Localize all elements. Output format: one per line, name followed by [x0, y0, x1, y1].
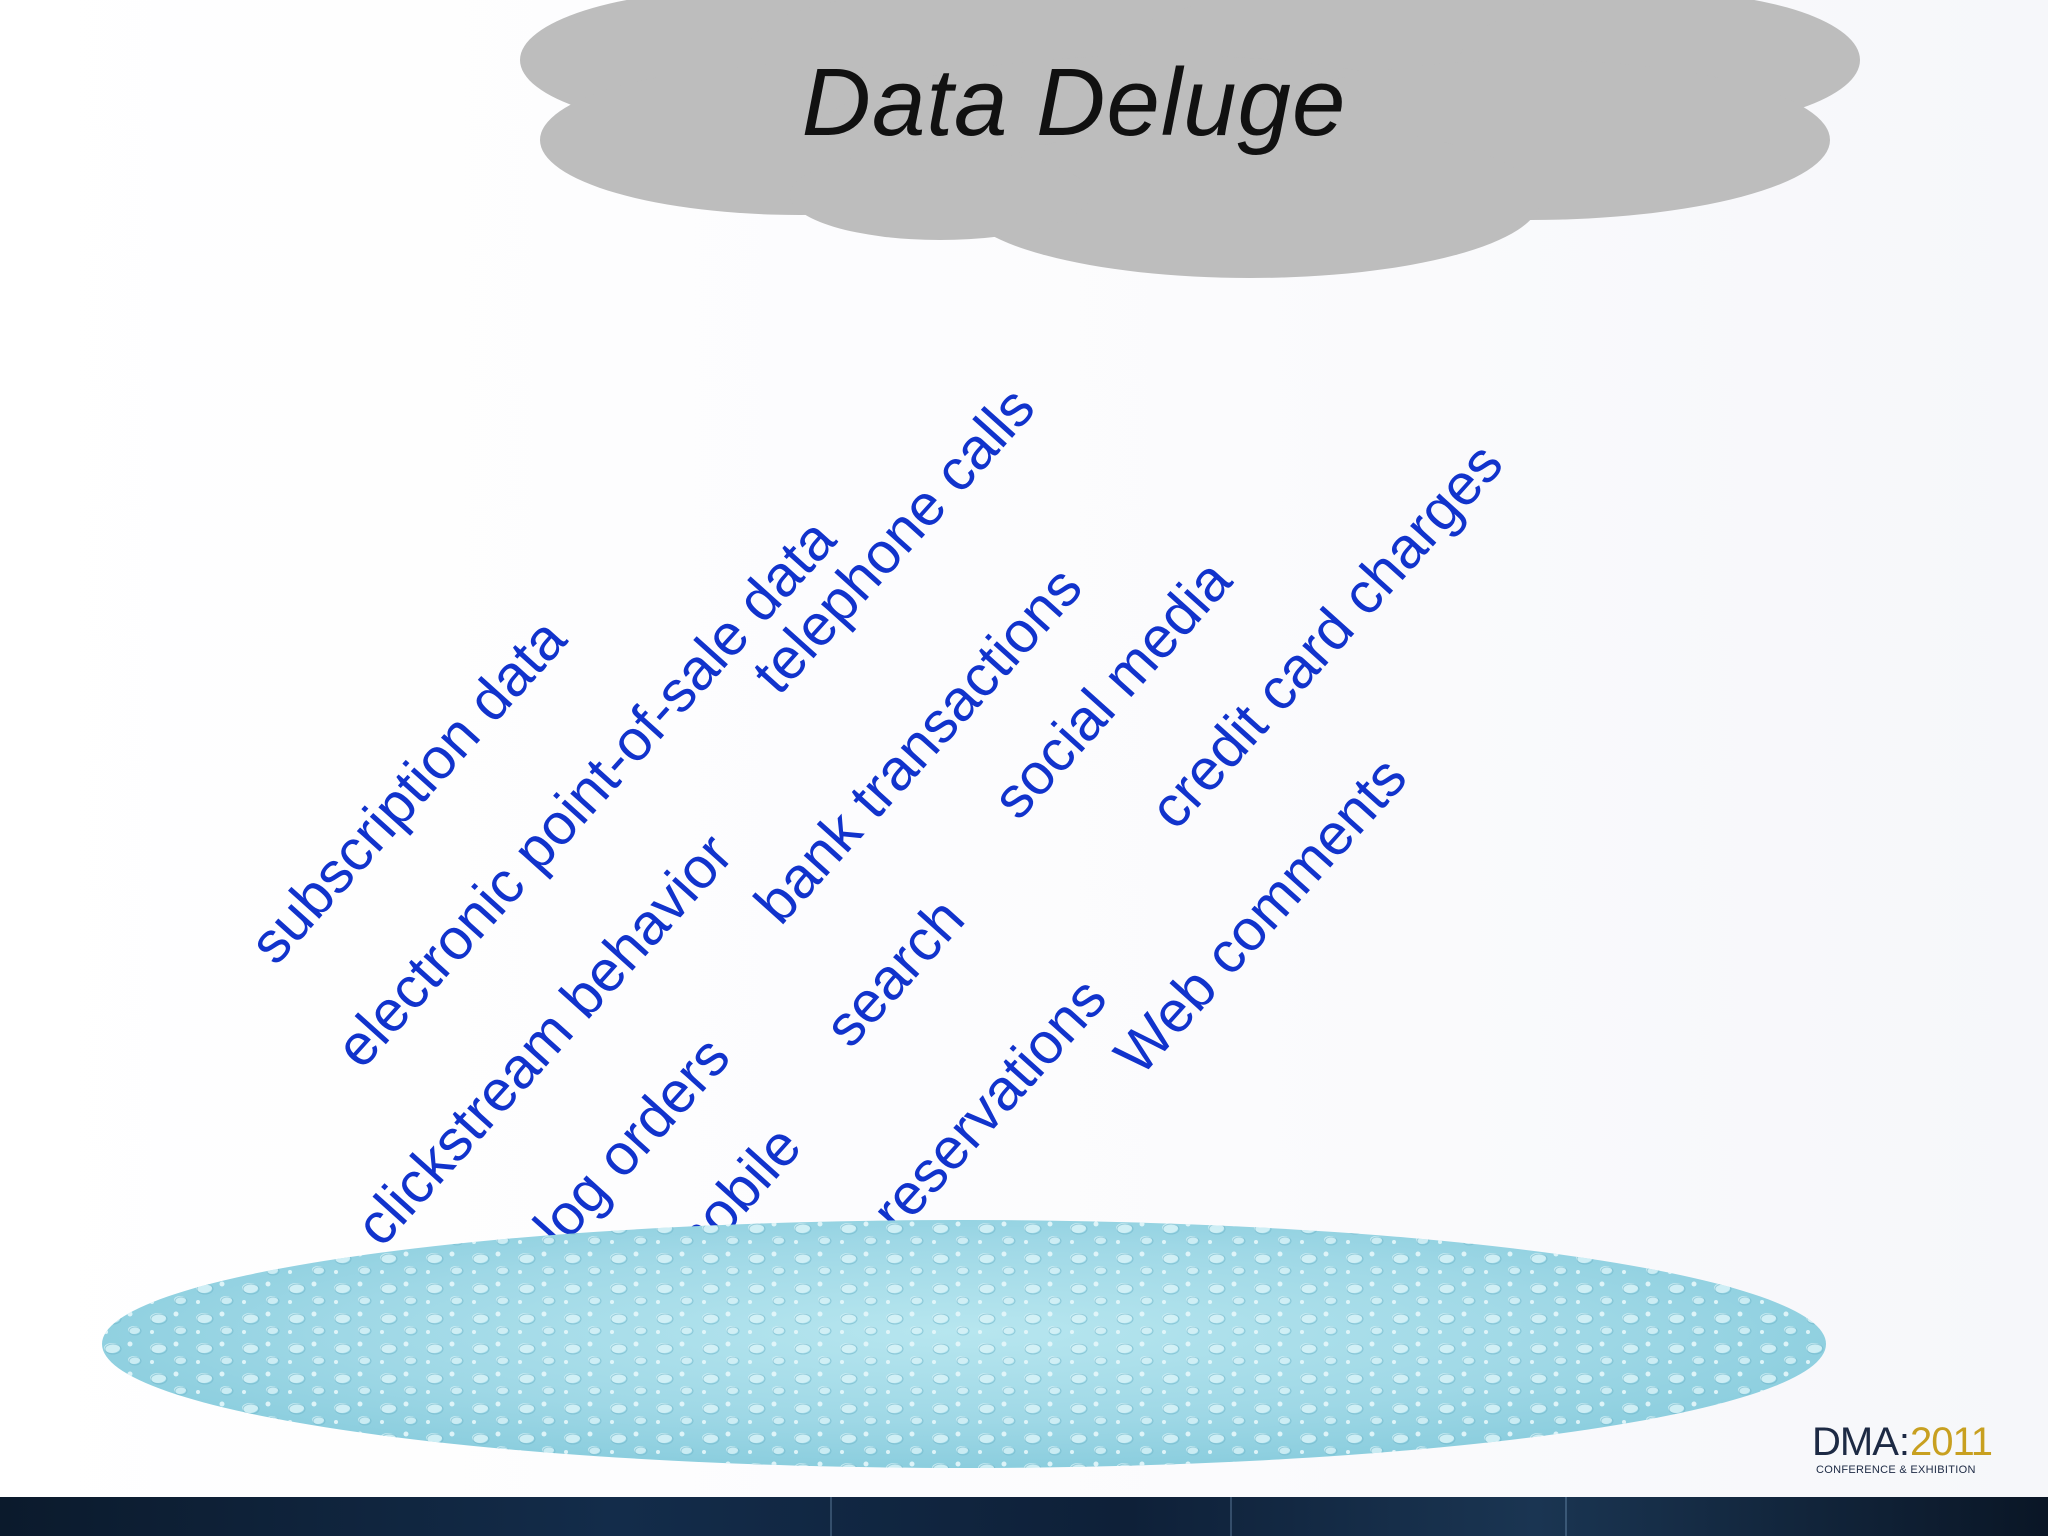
- logo-year: 2011: [1910, 1420, 1993, 1464]
- footer-divider: [1565, 1497, 1567, 1536]
- logo-separator: :: [1898, 1420, 1910, 1464]
- footer-divider: [830, 1497, 832, 1536]
- cloud-shape: [520, 0, 1860, 278]
- logo-wordmark: DMA:2011: [1812, 1420, 1993, 1464]
- water-pool: [102, 1220, 1826, 1468]
- footer-divider: [1230, 1497, 1232, 1536]
- logo-subtitle: CONFERENCE & EXHIBITION: [1816, 1464, 1976, 1476]
- drop-subscription-data: subscription data: [237, 606, 579, 976]
- drop-search: search: [812, 885, 977, 1059]
- dma-2011-logo: DMA:2011 CONFERENCE & EXHIBITION: [1812, 1422, 2012, 1482]
- footer-band: [0, 1497, 2048, 1536]
- logo-brand: DMA: [1812, 1420, 1899, 1464]
- slide-title: Data Deluge: [801, 49, 1347, 156]
